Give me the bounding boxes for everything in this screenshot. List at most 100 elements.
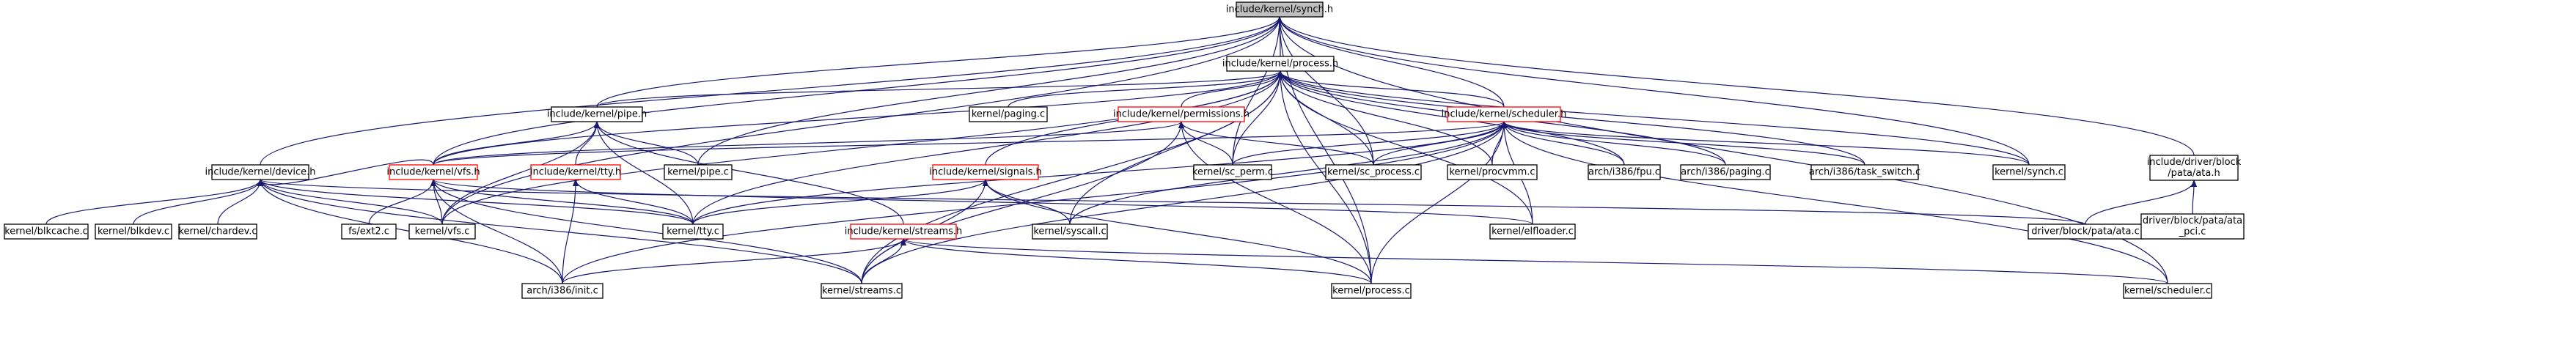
node-blkdev_c[interactable]: kernel/blkdev.c bbox=[95, 223, 172, 240]
node-init_c[interactable]: arch/i386/init.c bbox=[521, 283, 603, 299]
node-fpu_c[interactable]: arch/i386/fpu.c bbox=[1588, 164, 1661, 180]
edge-ata_h-to-ata_pci_c bbox=[2190, 180, 2197, 215]
node-tty_c[interactable]: kernel/tty.c bbox=[662, 223, 724, 240]
node-label: kernel/scheduler.c bbox=[2124, 286, 2211, 297]
node-label: arch/i386/task_switch.c bbox=[1809, 167, 1920, 178]
edge-process_h-to-task_switch_c bbox=[1277, 70, 1865, 166]
node-blkcache_c[interactable]: kernel/blkcache.c bbox=[4, 223, 89, 240]
node-label: include/kernel/device.h bbox=[205, 167, 316, 178]
node-ata_c[interactable]: driver/block/pata/ata.c bbox=[2028, 223, 2143, 240]
node-label: kernel/blkdev.c bbox=[98, 226, 169, 237]
node-box bbox=[1447, 164, 1538, 180]
node-synch_h[interactable]: include/kernel/synch.h bbox=[1226, 1, 1333, 18]
node-paging_c[interactable]: kernel/paging.c bbox=[969, 106, 1048, 122]
node-box bbox=[1236, 1, 1324, 18]
node-streams_h[interactable]: include/kernel/streams.h bbox=[845, 223, 963, 240]
edge-scheduler_h-to-syscall_c bbox=[1069, 121, 1507, 225]
edge-vfs_h-to-elfloader_c bbox=[430, 179, 1533, 225]
node-label: kernel/sc_process.c bbox=[1327, 167, 1420, 178]
edge-synch_h-to-sc_process_c bbox=[1277, 16, 1374, 166]
node-box bbox=[1032, 223, 1108, 240]
node-label: arch/i386/paging.c bbox=[1681, 167, 1769, 178]
edge-scheduler_h-to-task_switch_c bbox=[1501, 121, 1865, 166]
edge-pipe_h-to-tty_h bbox=[575, 121, 600, 166]
edge-device_h-to-blkcache_c bbox=[45, 179, 263, 225]
edge-device_h-to-blkdev_c bbox=[133, 179, 263, 225]
edge-pipe_h-to-vfs_c bbox=[441, 121, 600, 225]
node-label: fs/ext2.c bbox=[348, 226, 389, 237]
node-tty_h[interactable]: include/kernel/tty.h bbox=[530, 164, 621, 180]
node-elfloader_c[interactable]: kernel/elfloader.c bbox=[1489, 223, 1576, 240]
edge-pipe_h-to-vfs_h bbox=[433, 121, 600, 166]
node-box bbox=[932, 164, 1039, 180]
node-box bbox=[1810, 164, 1919, 180]
node-label: include/kernel/permissions.h bbox=[1113, 109, 1250, 120]
node-process_c[interactable]: kernel/process.c bbox=[1331, 283, 1412, 299]
edge-streams_h-to-process_c bbox=[900, 238, 1372, 284]
node-task_switch_c[interactable]: arch/i386/task_switch.c bbox=[1809, 164, 1920, 180]
node-scheduler_c[interactable]: kernel/scheduler.c bbox=[2123, 283, 2212, 299]
node-vfs_h[interactable]: include/kernel/vfs.h bbox=[386, 164, 480, 180]
node-label: include/kernel/process.h bbox=[1222, 59, 1338, 70]
node-permissions_h[interactable]: include/kernel/permissions.h bbox=[1113, 106, 1250, 122]
node-label: kernel/process.c bbox=[1332, 286, 1410, 297]
node-label: /pata/ata.h bbox=[2168, 168, 2220, 179]
edge-process_h-to-synch_c bbox=[1277, 70, 2030, 166]
node-box bbox=[341, 223, 397, 240]
edge-scheduler_h-to-scheduler_c bbox=[1501, 121, 2168, 284]
edge-streams_h-to-init_c bbox=[562, 238, 906, 284]
node-label: arch/i386/fpu.c bbox=[1588, 167, 1660, 178]
edge-vfs_h-to-tty_c bbox=[430, 179, 694, 225]
node-process_h[interactable]: include/kernel/process.h bbox=[1222, 56, 1338, 72]
node-box bbox=[1447, 106, 1561, 122]
edge-scheduler_h-to-vfs_h bbox=[433, 121, 1507, 166]
node-box bbox=[969, 106, 1048, 122]
node-label: include/kernel/tty.h bbox=[530, 167, 621, 178]
node-ata_h[interactable]: include/driver/block/pata/ata.h bbox=[2147, 155, 2242, 181]
edge-tty_h-to-tty_c bbox=[573, 179, 694, 225]
node-i386_paging_c[interactable]: arch/i386/paging.c bbox=[1680, 164, 1771, 180]
node-scheduler_h[interactable]: include/kernel/scheduler.h bbox=[1442, 106, 1567, 122]
node-procvmm_c[interactable]: kernel/procvmm.c bbox=[1447, 164, 1538, 180]
node-label: kernel/vfs.c bbox=[415, 226, 470, 237]
node-box bbox=[530, 164, 621, 180]
node-ata_pci_c[interactable]: driver/block/pata/ata_pci.c bbox=[2140, 213, 2245, 240]
node-box bbox=[1226, 56, 1335, 72]
node-vfs_c[interactable]: kernel/vfs.c bbox=[408, 223, 476, 240]
node-box bbox=[4, 223, 89, 240]
node-device_h[interactable]: include/kernel/device.h bbox=[205, 164, 316, 180]
node-signals_h[interactable]: include/kernel/signals.h bbox=[929, 164, 1042, 180]
node-sc_perm_c[interactable]: kernel/sc_perm.c bbox=[1192, 164, 1273, 180]
node-synch_c[interactable]: kernel/synch.c bbox=[1992, 164, 2066, 180]
node-pipe_c[interactable]: kernel/pipe.c bbox=[664, 164, 733, 180]
node-pipe_h[interactable]: include/kernel/pipe.h bbox=[547, 106, 647, 122]
edge-process_h-to-vfs_h bbox=[433, 70, 1283, 166]
node-chardev_c[interactable]: kernel/chardev.c bbox=[178, 223, 257, 240]
node-sc_process_c[interactable]: kernel/sc_process.c bbox=[1325, 164, 1422, 180]
node-label: include/kernel/scheduler.h bbox=[1442, 109, 1567, 120]
edge-permissions_h-to-sc_perm_c bbox=[1178, 121, 1233, 166]
node-ext2_c[interactable]: fs/ext2.c bbox=[341, 223, 397, 240]
node-label: kernel/blkcache.c bbox=[4, 226, 88, 237]
node-label: include/kernel/synch.h bbox=[1226, 4, 1333, 15]
edge-device_h-to-vfs_c bbox=[257, 179, 443, 225]
node-label: kernel/chardev.c bbox=[178, 226, 257, 237]
node-box bbox=[1325, 164, 1422, 180]
edge-synch_h-to-device_h bbox=[260, 16, 1283, 166]
node-label: arch/i386/init.c bbox=[526, 286, 598, 297]
edge-process_h-to-vfs_c bbox=[441, 70, 1283, 225]
edge-vfs_h-to-streams_c bbox=[430, 179, 862, 284]
node-syscall_c[interactable]: kernel/syscall.c bbox=[1032, 223, 1108, 240]
node-box bbox=[1680, 164, 1771, 180]
edges-layer bbox=[45, 16, 2197, 284]
edge-tty_h-to-init_c bbox=[562, 179, 579, 284]
edge-scheduler_h-to-sc_perm_c bbox=[1232, 121, 1507, 166]
edge-device_h-to-tty_c bbox=[257, 179, 694, 225]
node-box bbox=[1992, 164, 2066, 180]
node-label: include/driver/block bbox=[2147, 157, 2242, 168]
node-box bbox=[551, 106, 643, 122]
edge-permissions_h-to-process_c bbox=[1178, 121, 1372, 284]
node-streams_c[interactable]: kernel/streams.c bbox=[821, 283, 903, 299]
edge-process_h-to-scheduler_h bbox=[1277, 70, 1505, 108]
